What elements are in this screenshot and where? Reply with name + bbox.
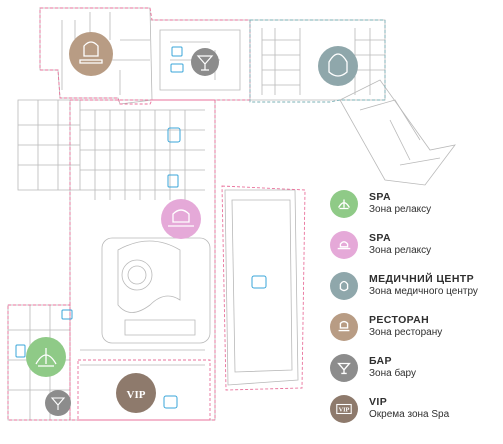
massage-icon	[330, 231, 358, 259]
map-marker-medical[interactable]	[318, 46, 358, 86]
pool-icon	[251, 275, 267, 289]
chef-icon	[330, 313, 358, 341]
luggage-icon	[171, 46, 183, 57]
zone-restaurant-boundary	[39, 7, 251, 105]
legend-title: SPA	[369, 191, 392, 204]
map-marker-spa-green[interactable]	[26, 337, 66, 377]
doctor-icon	[330, 272, 358, 300]
legend-title: МЕДИЧНИЙ ЦЕНТР	[369, 273, 475, 286]
legend-title: РЕСТОРАН	[369, 314, 430, 327]
map-marker-spa-pink[interactable]	[161, 199, 201, 239]
legend-subtitle: Зона релаксу	[369, 245, 432, 257]
legend-title: SPA	[369, 232, 392, 245]
service-icons	[15, 46, 267, 409]
dressing-icon	[167, 127, 181, 143]
legend-title: VIP	[369, 396, 388, 409]
legend-subtitle: Зона релаксу	[369, 204, 432, 216]
legend-subtitle: Окрема зона Spa	[369, 409, 450, 421]
vip-marker-label: VIP	[127, 389, 146, 401]
vip-badge-label: VIP	[339, 407, 350, 414]
zone-spa-boundary	[69, 99, 216, 421]
legend-item-vip: VIP VIP Окрема зона Spa	[330, 393, 449, 425]
map-marker-restaurant[interactable]	[69, 32, 113, 76]
zone-boundaries	[7, 7, 306, 421]
legend-subtitle: Зона ресторану	[369, 327, 443, 339]
legend-item-bar: БАР Зона бару	[330, 352, 416, 384]
legend-subtitle: Зона медичного центру	[369, 286, 478, 298]
shower-icon	[15, 344, 26, 358]
lotus-icon	[330, 190, 358, 218]
legend-item-spa-green: SPA Зона релаксу	[330, 188, 431, 220]
bath-icon	[61, 309, 73, 320]
legend-item-medical: МЕДИЧНИЙ ЦЕНТР Зона медичного центру	[330, 270, 478, 302]
map-marker-bar-south[interactable]	[45, 390, 71, 416]
locker-icon	[167, 174, 179, 188]
medical-boundary	[249, 19, 386, 103]
zone-south-boundary	[7, 304, 71, 421]
legend-item-spa-pink: SPA Зона релаксу	[330, 229, 431, 261]
reception-icon	[170, 63, 184, 73]
vip-icon: VIP	[330, 395, 358, 423]
zone-pool-boundary	[221, 185, 306, 391]
zone-vip-boundary	[77, 359, 211, 421]
map-marker-vip[interactable]: VIP	[116, 373, 156, 413]
legend-title: БАР	[369, 355, 392, 368]
legend-subtitle: Зона бару	[369, 368, 416, 380]
map-marker-bar[interactable]	[191, 48, 219, 76]
legend-item-restaurant: РЕСТОРАН Зона ресторану	[330, 311, 442, 343]
sauna-icon	[163, 395, 178, 409]
cocktail-icon	[330, 354, 358, 382]
